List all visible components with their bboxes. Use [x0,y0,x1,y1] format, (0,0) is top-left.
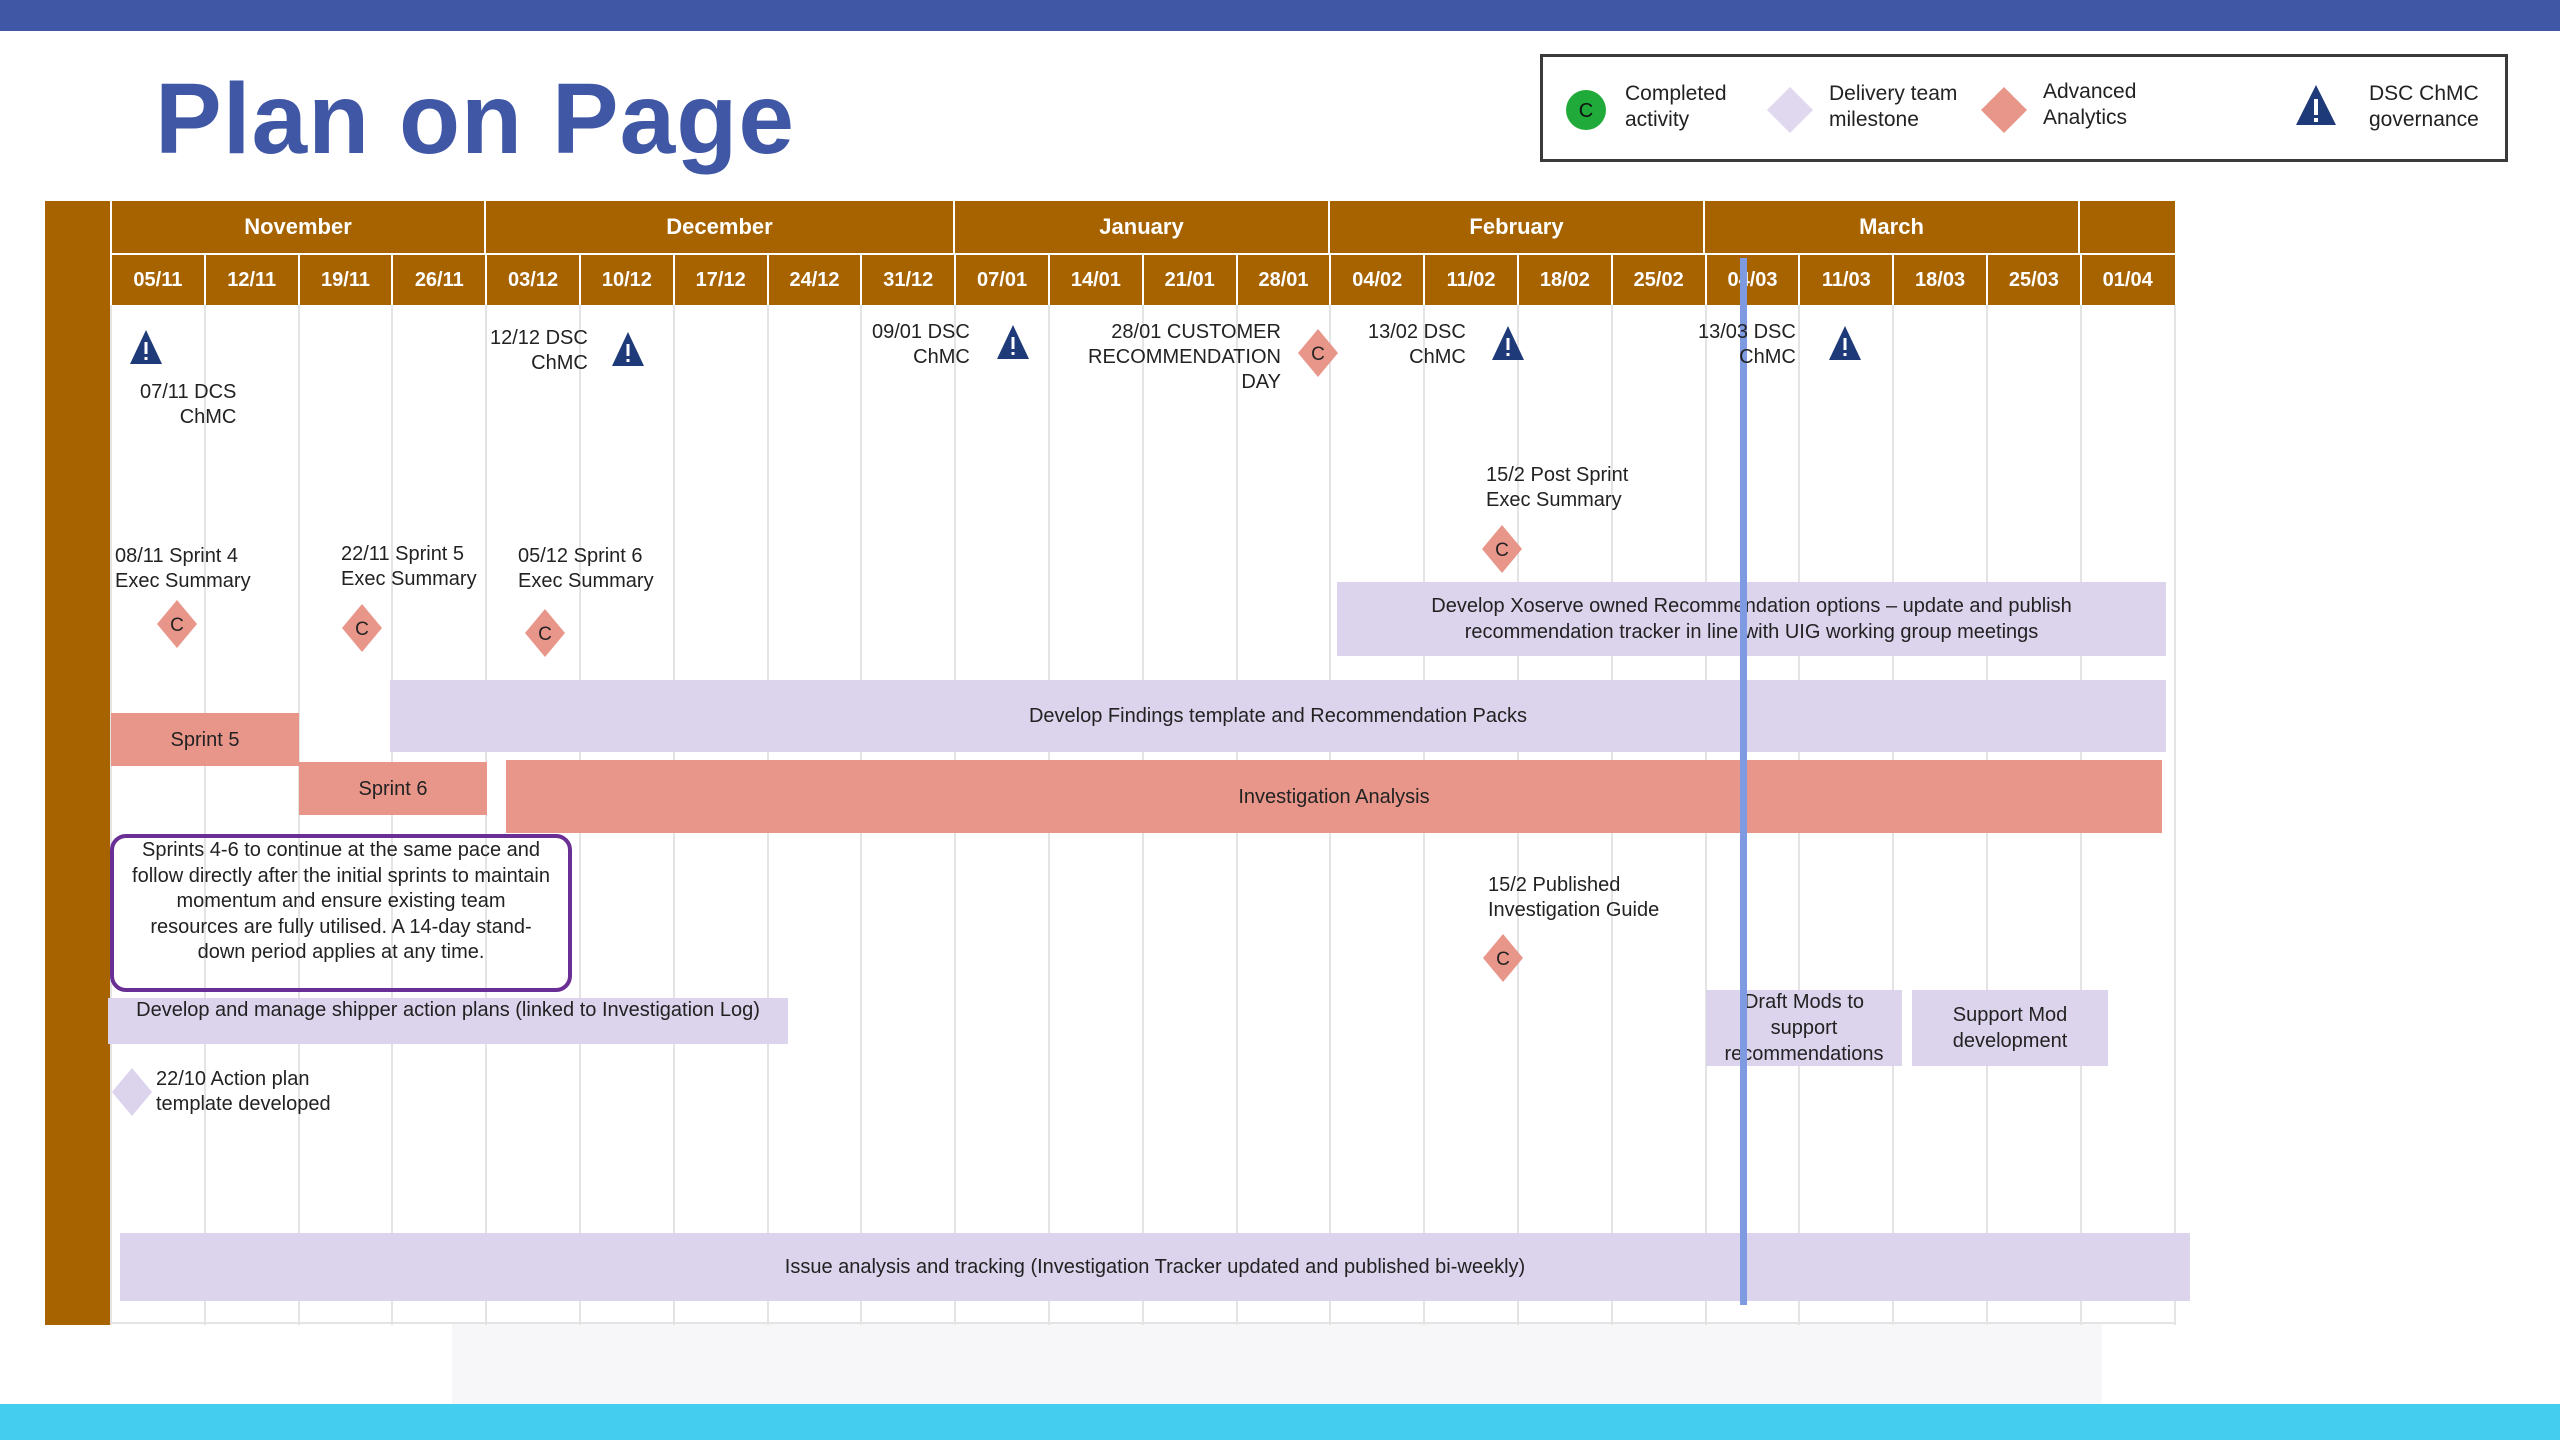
bar-xoserve-recommendation-options: Develop Xoserve owned Recommendation opt… [1337,582,2166,656]
bar-support-mod: Support Mod development [1912,990,2108,1066]
week-header: 04/03 [1704,255,1799,305]
bar-shipper-action-plans: Develop and manage shipper action plans … [108,998,788,1044]
label-sprint6-summary: 05/12 Sprint 6 Exec Summary [518,545,654,592]
week-header: 28/01 [1235,255,1330,305]
grid-line [485,305,488,1325]
governance-icon [1829,326,1861,360]
governance-icon [130,330,162,364]
month-header: March [1703,201,2078,253]
grid-line [2173,305,2176,1325]
week-header: 05/11 [110,255,204,305]
bar-issue-analysis-tracking: Issue analysis and tracking (Investigati… [120,1233,2190,1301]
page-title: Plan on Page [155,63,795,175]
grid-line [391,305,394,1325]
current-date-line [1740,258,1747,1305]
week-header: 25/03 [1986,255,2080,305]
svg-text:C: C [1311,344,1325,365]
grid-line [110,305,112,1325]
bar-investigation-analysis: Investigation Analysis [506,760,2162,833]
month-header: November [110,201,484,253]
advanced-analytics-icon: C [1482,525,1522,573]
week-header: 25/02 [1610,255,1705,305]
svg-text:C: C [1496,949,1510,970]
governance-icon [2296,85,2336,125]
svg-text:C: C [538,624,552,645]
week-header: 11/02 [1423,255,1517,305]
governance-icon [612,332,644,366]
month-header: February [1328,201,1703,253]
bottom-banner [0,1404,2560,1440]
advanced-analytics-icon: C [157,600,197,648]
delivery-milestone-icon [1767,87,1813,133]
month-header-row: November December January February March [45,201,2175,253]
label-dcs-0711: 07/11 DCS ChMC [140,381,237,428]
governance-icon [1492,326,1524,360]
completed-activity-icon: C [1566,90,1606,130]
advanced-analytics-icon: C [525,609,565,657]
label-dsc-1302: 13/02 DSC ChMC [1368,321,1466,368]
week-header: 26/11 [391,255,485,305]
svg-text:C: C [1495,540,1509,561]
label-post-sprint-summary: 15/2 Post Sprint Exec Summary [1486,464,1629,511]
label-customer-recommendation-day: 28/01 CUSTOMER RECOMMENDATION DAY [1088,321,1281,393]
label-sprint4-summary: 08/11 Sprint 4 Exec Summary [115,545,251,592]
svg-text:C: C [1579,100,1593,122]
label-dsc-1212: 12/12 DSC ChMC [490,327,588,374]
delivery-milestone-icon [112,1068,152,1116]
week-header: 01/04 [2079,255,2174,305]
month-header: January [953,201,1328,253]
advanced-analytics-icon: C [342,604,382,652]
week-header: 18/03 [1892,255,1986,305]
top-banner [0,0,2560,31]
svg-text:C: C [170,615,184,636]
governance-icon [997,325,1029,359]
week-header: 19/11 [297,255,392,305]
week-header: 11/03 [1798,255,1892,305]
grid-line [203,305,206,1325]
week-header: 10/12 [579,255,673,305]
week-header: 03/12 [485,255,579,305]
week-header: 07/01 [954,255,1048,305]
bar-sprint-6: Sprint 6 [299,762,487,815]
month-header-extra [2078,201,2175,253]
label-action-plan-template: 22/10 Action plan template developed [156,1068,331,1115]
bar-findings-template: Develop Findings template and Recommenda… [390,680,2166,752]
advanced-analytics-icon [1981,87,2027,133]
label-dsc-1303: 13/03 DSC ChMC [1698,321,1796,368]
week-header: 24/12 [766,255,861,305]
week-header: 21/01 [1141,255,1236,305]
sprint-note-callout: Sprints 4-6 to continue at the same pace… [110,834,572,992]
advanced-analytics-icon: C [1298,329,1338,377]
month-header: December [484,201,953,253]
grid-line [297,305,300,1325]
week-header: 14/01 [1048,255,1142,305]
week-header: 31/12 [860,255,954,305]
gantt-left-rail [45,201,110,1325]
week-header: 12/11 [203,255,298,305]
label-published-investigation-guide: 15/2 Published Investigation Guide [1488,874,1660,921]
week-header: 04/02 [1329,255,1423,305]
week-header: 18/02 [1517,255,1611,305]
label-sprint5-summary: 22/11 Sprint 5 Exec Summary [341,543,477,590]
label-dsc-0901: 09/01 DSC ChMC [872,321,970,368]
svg-text:C: C [355,619,369,640]
week-header: 17/12 [672,255,767,305]
advanced-analytics-icon: C [1483,934,1523,982]
bar-draft-mods: Draft Mods to support recommendations [1706,990,1902,1066]
bar-sprint-5: Sprint 5 [111,713,299,766]
footer-shadow [452,1322,2102,1404]
